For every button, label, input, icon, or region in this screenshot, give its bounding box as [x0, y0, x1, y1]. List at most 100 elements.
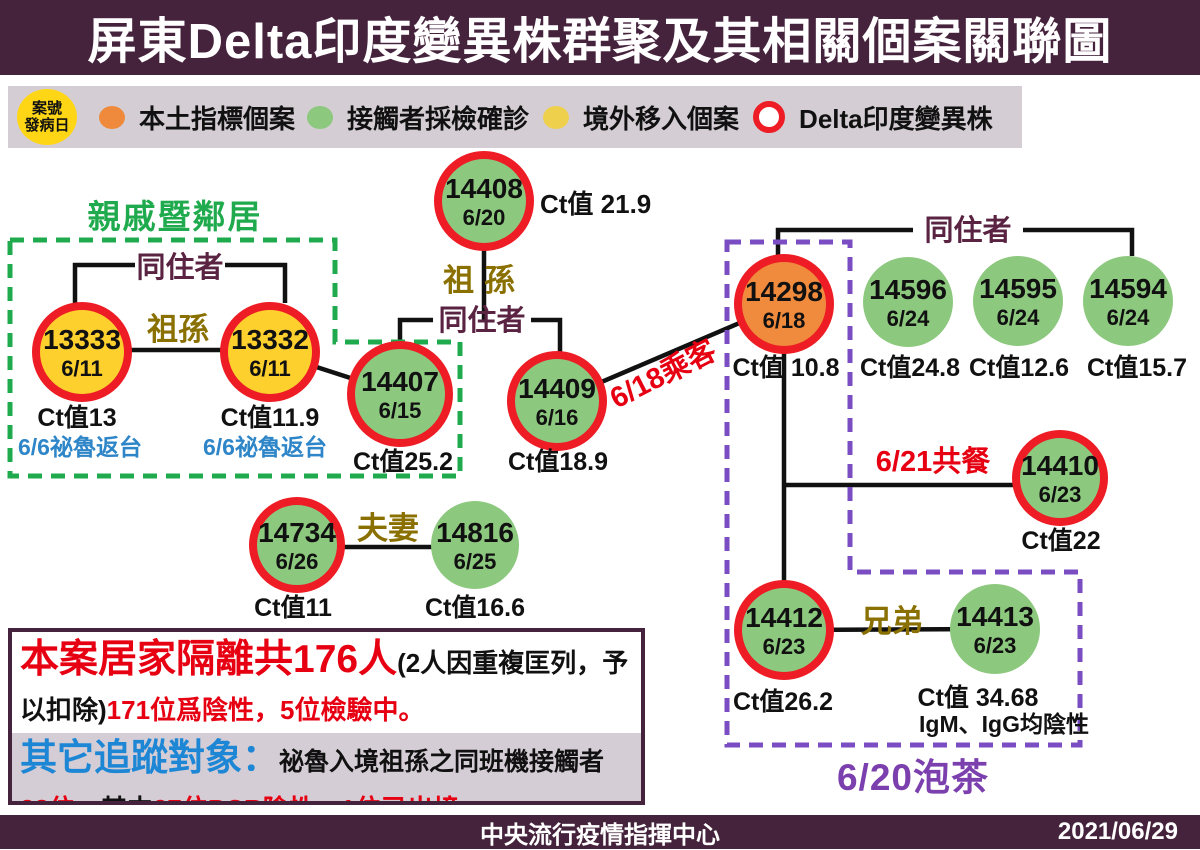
ct-13332: Ct值11.9	[221, 404, 320, 432]
label-meal-621: 6/21共餐	[876, 445, 991, 478]
case-date: 6/24	[1107, 305, 1151, 330]
quarantine-info-box: 本案居家隔離共176人(2人因重複匡列，予 以扣除)171位爲陰性，5位檢驗中。…	[8, 628, 645, 805]
legend-label-contact: 接觸者採檢確診	[347, 103, 530, 134]
case-id: 14595	[979, 273, 1057, 304]
ct-14407: Ct值25.2	[353, 448, 453, 476]
case-node-14407: 14407 6/15	[347, 341, 453, 447]
case-node-14594: 14594 6/24	[1083, 256, 1173, 346]
ct-14594: Ct值15.7	[1087, 354, 1187, 382]
case-date: 6/15	[379, 398, 422, 423]
ct-14408: Ct值 21.9	[540, 189, 651, 219]
case-number-badge: 案號 發病日	[17, 89, 77, 145]
ct-14596: Ct值24.8	[860, 354, 960, 382]
case-id: 14594	[1089, 273, 1167, 304]
case-id: 14734	[258, 517, 336, 548]
case-id: 14409	[518, 373, 596, 404]
label-cohabitant-mid: 同住者	[438, 304, 525, 337]
case-date: 6/23	[1039, 482, 1082, 507]
info-box-bottom: 其它追蹤對象：祕魯入境祖孫之同班機接觸者 38位，其中37位PCR陰性，1位已出…	[12, 733, 641, 801]
case-node-13332: 13332 6/11	[220, 302, 320, 402]
case-node-14413: 14413 6/23	[950, 584, 1040, 674]
legend-label-local: 本土指標個案	[139, 103, 296, 134]
tracking-among: 其中	[101, 794, 153, 801]
label-tea-gathering: 6/20泡茶	[837, 757, 989, 798]
bracket-cohabitant-right	[775, 227, 1135, 256]
bracket-cohabitant-mid	[397, 317, 563, 352]
case-node-14409: 14409 6/16	[507, 351, 607, 451]
note-13333: 6/6祕魯返台	[18, 434, 142, 460]
footer-agency: 中央流行疫情指揮中心	[480, 821, 720, 849]
case-date: 6/24	[997, 305, 1041, 330]
case-node-14734: 14734 6/26	[249, 497, 345, 593]
relatives-neighbors-box	[7, 237, 463, 479]
isolation-note-end: 以扣除)	[20, 695, 107, 725]
case-node-13333: 13333 6/11	[32, 302, 132, 402]
case-date: 6/11	[61, 356, 103, 381]
label-brothers: 兄弟	[861, 604, 923, 639]
tracking-count: 38位，	[20, 794, 101, 801]
case-date: 6/25	[454, 549, 497, 574]
isolation-results: 171位爲陰性，5位檢驗中。	[106, 695, 425, 725]
imported-case-icon	[543, 105, 570, 129]
case-date: 6/20	[463, 205, 506, 230]
footer-date: 2021/06/29	[1057, 818, 1178, 845]
other-tracking-desc: 祕魯入境祖孫之同班機接觸者	[279, 748, 605, 776]
ct-14816: Ct值16.6	[425, 594, 525, 622]
label-grandparent-top: 祖孫	[443, 263, 525, 298]
ct-14734: Ct值11	[254, 594, 332, 622]
bracket-cohabitant-left	[72, 262, 288, 303]
badge-line1: 案號	[31, 100, 62, 117]
case-id: 14410	[1021, 450, 1099, 481]
info-box-top: 本案居家隔離共176人(2人因重複匡列，予 以扣除)171位爲陰性，5位檢驗中。	[12, 632, 641, 733]
label-couple: 夫妻	[357, 511, 419, 546]
case-date: 6/23	[974, 633, 1017, 658]
isolation-total: 本案居家隔離共176人	[20, 638, 398, 681]
footer-bar: 中央流行疫情指揮中心 2021/06/29	[0, 815, 1200, 849]
page-title: 屏東Delta印度變異株群聚及其相關個案關聯圖	[87, 15, 1113, 69]
case-node-14596: 14596 6/24	[863, 257, 953, 347]
label-grandparent-left: 祖孫	[147, 312, 209, 347]
case-id: 14298	[745, 276, 823, 307]
badge-line2: 發病日	[24, 117, 70, 134]
label-cohabitant-left: 同住者	[136, 251, 223, 284]
case-node-14816: 14816 6/25	[431, 501, 519, 589]
isolation-note-start: (2人因重複匡列，予	[397, 648, 629, 678]
case-id: 13332	[231, 324, 309, 355]
contact-confirmed-icon	[307, 105, 334, 129]
ct-13333: Ct值13	[37, 404, 116, 432]
case-node-14298: 14298 6/18	[734, 254, 834, 354]
other-tracking-title: 其它追蹤對象：	[20, 737, 279, 778]
ct-14298: Ct值 10.8	[733, 354, 840, 382]
delta-variant-ring-icon	[753, 101, 786, 133]
case-id: 14412	[745, 602, 823, 633]
tracking-results: 37位PCR陰性，1位已出境。	[153, 794, 485, 801]
title-bar: 屏東Delta印度變異株群聚及其相關個案關聯圖	[0, 0, 1200, 75]
igg-note-14413: IgM、IgG均陰性	[919, 711, 1089, 737]
case-id: 14816	[436, 517, 514, 548]
ct-14412: Ct值26.2	[733, 688, 833, 716]
case-id: 14407	[361, 366, 439, 397]
case-id: 13333	[43, 324, 121, 355]
case-date: 6/18	[763, 308, 806, 333]
case-node-14595: 14595 6/24	[973, 256, 1063, 346]
ct-14595: Ct值12.6	[969, 354, 1069, 382]
case-id: 14413	[956, 601, 1034, 632]
case-node-14412: 14412 6/23	[734, 580, 834, 680]
ct-14410: Ct值22	[1021, 527, 1100, 555]
case-node-14410: 14410 6/23	[1012, 430, 1108, 526]
note-13332: 6/6祕魯返台	[203, 434, 327, 460]
group-label-relatives: 親戚暨鄰居	[88, 198, 263, 235]
legend-bar: 案號 發病日 本土指標個案 接觸者採檢確診 境外移入個案 Delta印度變異株	[8, 86, 1022, 148]
tea-gathering-box	[724, 239, 1083, 748]
case-date: 6/11	[249, 356, 291, 381]
case-id: 14596	[869, 274, 947, 305]
case-date: 6/24	[887, 306, 931, 331]
legend-label-imported: 境外移入個案	[583, 103, 740, 134]
case-date: 6/16	[536, 405, 579, 430]
case-date: 6/23	[763, 634, 806, 659]
ct-14413: Ct值 34.68	[918, 684, 1039, 712]
label-cohabitant-right: 同住者	[924, 214, 1011, 247]
ct-14409: Ct值18.9	[508, 448, 608, 476]
local-index-case-icon	[99, 105, 125, 129]
